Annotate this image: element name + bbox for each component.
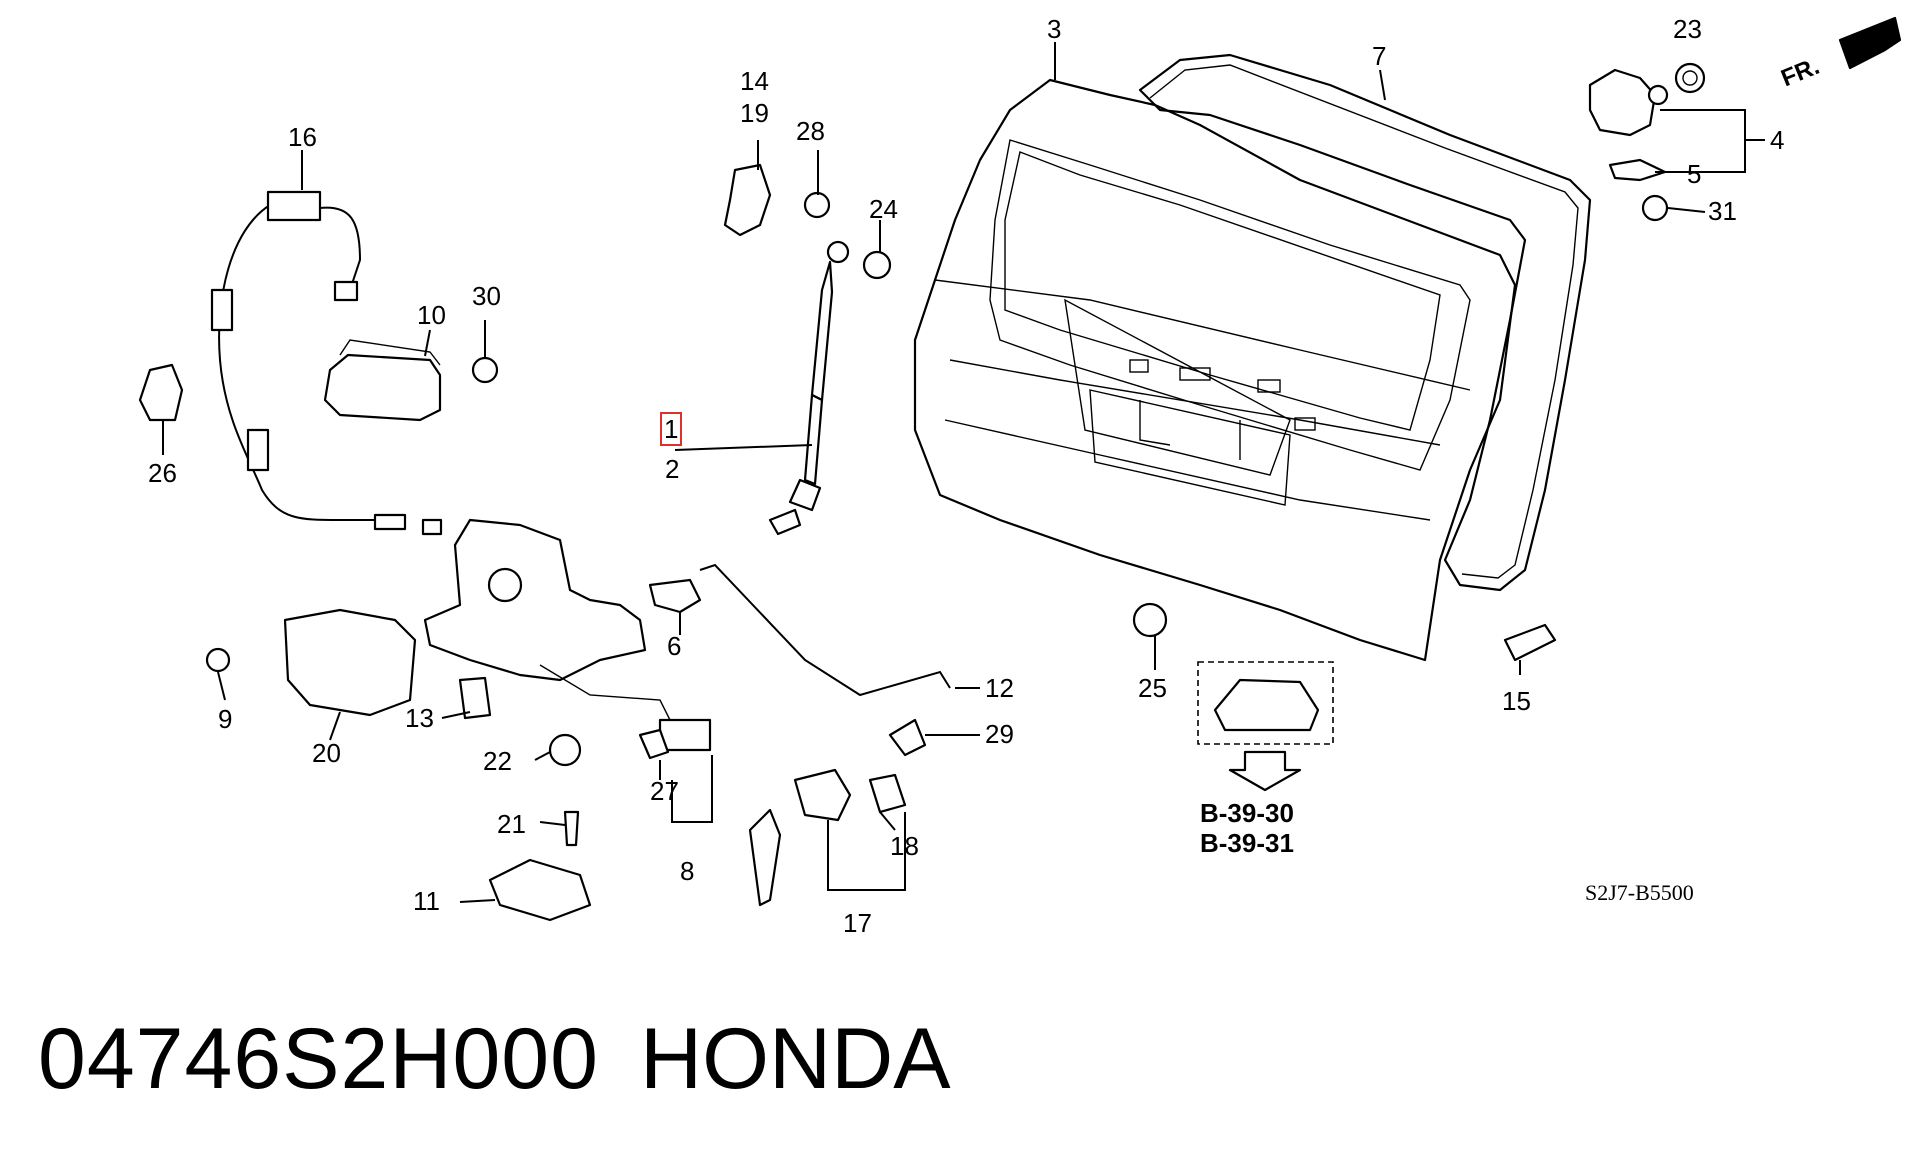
callout-13[interactable]: 13 [405,703,434,733]
reference-labels: B-39-30 B-39-31 S2J7-B5500 [1200,798,1694,905]
reference-b-39-30[interactable]: B-39-30 [1200,798,1294,828]
callout-19[interactable]: 19 [740,98,769,128]
callout-14[interactable]: 14 [740,66,769,96]
tailgate-handle [138,339,499,422]
tailgate-panel [913,78,1517,662]
reference-b-39-31[interactable]: B-39-31 [1200,828,1294,858]
callout-31[interactable]: 31 [1708,196,1737,226]
callout-28[interactable]: 28 [796,116,825,146]
right-parts [1132,602,1557,792]
callout-24[interactable]: 24 [869,194,898,224]
callout-25[interactable]: 25 [1138,673,1167,703]
linkage-rod [638,563,951,907]
callout-22[interactable]: 22 [483,746,512,776]
part-number: 04746S2H000 [38,1011,599,1107]
front-direction-arrow: FR. [1777,16,1902,93]
callout-8[interactable]: 8 [680,856,694,886]
callout-27[interactable]: 27 [650,776,679,806]
callout-3[interactable]: 3 [1047,14,1061,44]
callout-23[interactable]: 23 [1673,14,1702,44]
callout-2[interactable]: 2 [665,454,679,484]
callout-16[interactable]: 16 [288,122,317,152]
callout-21[interactable]: 21 [497,809,526,839]
callout-7[interactable]: 7 [1372,41,1386,71]
callout-12[interactable]: 12 [985,673,1014,703]
strut-bracket [723,163,892,280]
callout-17[interactable]: 17 [843,908,872,938]
highlight-box [660,412,682,446]
weatherstrip [1138,53,1592,592]
release-cable [210,190,443,536]
latch-assembly [423,518,712,752]
hinge-assembly [1588,62,1706,222]
callout-20[interactable]: 20 [312,738,341,768]
callout-4[interactable]: 4 [1770,125,1784,155]
brand-name: HONDA [640,1011,951,1107]
callout-29[interactable]: 29 [985,719,1014,749]
gas-strut [768,240,850,536]
actuator [205,608,592,922]
callout-6[interactable]: 6 [667,631,681,661]
callout-30[interactable]: 30 [472,281,501,311]
callout-1[interactable]: 1 [664,414,678,444]
callout-15[interactable]: 15 [1502,686,1531,716]
diagram-code: S2J7-B5500 [1585,880,1694,905]
callout-9[interactable]: 9 [218,704,232,734]
leader-lines [162,42,1765,903]
direction-label: FR. [1777,53,1823,93]
callout-18[interactable]: 18 [890,831,919,861]
callout-10[interactable]: 10 [417,300,446,330]
callout-11[interactable]: 11 [413,886,440,916]
callout-5[interactable]: 5 [1687,159,1701,189]
callouts: 1 2 3 4 5 6 7 8 9 10 11 12 13 14 15 16 1… [148,14,1784,938]
callout-26[interactable]: 26 [148,458,177,488]
